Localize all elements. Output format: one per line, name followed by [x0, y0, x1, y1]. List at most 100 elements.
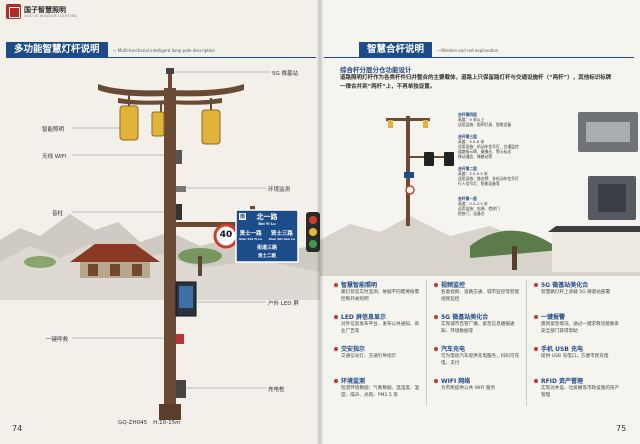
sign-bottom: 贤士二路: [258, 254, 276, 259]
layer-spec-3: 合杆第二层高度：2.5-5.5 米适用设施：路名牌、非机动车信号灯行人信号灯、智…: [458, 166, 520, 186]
left-section-subtitle: — Multi-functional intelligent lamp pole…: [112, 47, 215, 53]
callout-sound: 音柱: [52, 211, 64, 217]
layer-spec-heading: 合杆第二层: [458, 166, 477, 171]
feature-column-divider: [426, 280, 427, 406]
feature-title-row: 一键报警: [534, 312, 622, 321]
callout-charger: 充电桩: [268, 387, 285, 393]
callout-sensor: 环境监测: [268, 187, 291, 193]
page-number-left: 74: [12, 424, 23, 433]
feature-description: 可为电动汽车提供充电服务，扫码可充电、支付: [441, 354, 520, 366]
feature-item: 汽车充电可为电动汽车提供充电服务，扫码可充电、支付: [434, 344, 522, 367]
layer-spec-line: 移动通信、微基站等: [458, 154, 493, 159]
feature-title-row: 智慧智能照明: [334, 280, 422, 289]
temple-roof: [70, 244, 160, 262]
bullet-icon: [534, 378, 538, 383]
bullet-icon: [434, 346, 438, 351]
feature-title: LED 屏信息显示: [341, 314, 386, 321]
sign-corner: 南: [239, 213, 247, 220]
feature-title: RFID 资产管理: [541, 378, 584, 385]
feature-title: 5G 微基站美化合: [441, 314, 489, 321]
right-illustration: [320, 112, 640, 276]
feature-description: 为市民提供公共 WIFI 服务: [441, 386, 496, 391]
feature-title-row: 5G 微基站美化合: [534, 280, 622, 289]
book-gutter: [317, 0, 323, 444]
layer-spec-line: 高度：0.5-2.5 米: [458, 201, 488, 206]
callout-alarm: 一键呼救: [46, 337, 69, 343]
logo-mark-icon: [6, 4, 21, 19]
bullet-icon: [334, 282, 338, 287]
left-header-rule: [6, 57, 316, 58]
right-section-title: 智慧合杆说明: [359, 42, 433, 58]
brand-logo: 国子智慧照明 GUO ZI WISDOM LIGHTING: [6, 4, 77, 19]
lantern-lamp-center: [151, 111, 165, 137]
layer-spec-line: 道路指示牌、摄像头、警示标志: [458, 149, 512, 154]
layer-spec-heading: 合杆第四层: [458, 112, 477, 117]
feature-grid: 智慧智能照明路灯状态实时监测，依据不同需要按需控制开关照明 LED 屏信息显示对外…: [326, 276, 632, 426]
smart-pole-illustration: [0, 68, 320, 420]
layer-spec-line: 行人信号灯、智能设备等: [458, 181, 500, 186]
right-header-rule: [324, 57, 634, 58]
feature-item: 交安指示交通信号灯、交通引导指示: [334, 344, 422, 361]
environment-sensor: [176, 186, 186, 192]
bonsai-pine: [470, 230, 560, 258]
callout-wifi: 无线 WIFI: [42, 154, 67, 160]
road-sign-text: 南 北一路 Bei Yi Lu 贤士一路 Xian Shi Yi Lu 贤士三路…: [236, 210, 298, 262]
lantern-lamp-right: [201, 109, 221, 145]
left-section-title: 多功能智慧灯杆说明: [6, 42, 108, 58]
model-number: GQ-ZH045: [118, 420, 148, 426]
combined-pole: [406, 116, 410, 226]
feature-title-row: LED 屏信息显示: [334, 312, 422, 321]
layer-spec-2: 合杆第三层高度：5.5-8 米适用设施：机动车信号灯、交通监控道路指示牌、摄像头…: [458, 134, 520, 159]
bullet-icon: [334, 314, 338, 319]
layer-spec-line: 适用设施：电源、检修门: [458, 206, 500, 211]
feature-title: 智慧智能照明: [341, 282, 378, 289]
sign-center: 街道三路: [256, 245, 277, 251]
bullet-icon: [434, 282, 438, 287]
sign-left: 贤士一路: [239, 231, 262, 237]
feature-item: LED 屏信息显示对外信息发布平台，发布公共通知、商业广告等: [334, 312, 422, 335]
upper-crossarm: [98, 84, 244, 97]
speaker-column: [176, 204, 182, 220]
feature-title: 一键报警: [541, 314, 566, 321]
feature-description: 检测环境数据：气象数据、温湿度、温度、噪声、光照、PM2.5 等: [341, 386, 420, 398]
sign-arm: [176, 222, 254, 227]
bullet-icon: [534, 282, 538, 287]
feature-title-row: 视频监控: [434, 280, 522, 289]
feature-title-row: 环境监测: [334, 376, 422, 385]
callout-antenna: 5G 微基站: [272, 71, 299, 77]
layer-spec-heading: 合杆第一层: [458, 196, 477, 201]
road-sign-board: [235, 209, 299, 263]
layer-spec-1: 合杆第四层高度：9 米以上适用设施：照明灯具、智能设备: [458, 112, 520, 127]
feature-title: WIFI 网络: [441, 378, 471, 385]
intro-title: 综合杆分层分仓功能设计: [340, 66, 412, 74]
sos-box: [176, 334, 184, 344]
feature-description: 各类视频、道路交通、城市监控等智能视频监控: [441, 290, 520, 302]
feature-title-row: WIFI 网络: [434, 376, 522, 385]
layer-spec-4: 合杆第一层高度：0.5-2.5 米适用设施：电源、检修门检修门、设备仓: [458, 196, 520, 216]
feature-item: 手机 USB 充电提供 USB 充电口，方便市民充电: [534, 344, 622, 361]
layer-spec-line: 高度：9 米以上: [458, 117, 485, 122]
layer-spec-line: 适用设施：照明灯具、智能设备: [458, 122, 512, 127]
main-pole: [164, 88, 176, 418]
feature-description: 实现对井盖、垃圾桶等市政设施的资产管理: [541, 386, 620, 398]
page-number-right: 75: [616, 424, 627, 433]
layer-spec-line: 检修门、设备仓: [458, 211, 485, 216]
lower-crossarm: [118, 98, 222, 105]
feature-description: 路灯状态实时监测，依据不同需要按需控制开关照明: [341, 290, 420, 302]
bullet-icon: [434, 314, 438, 319]
layer-spec-line: 适用设施：路名牌、非机动车信号灯: [458, 176, 519, 181]
pole-base: [159, 404, 181, 420]
feature-title-row: 手机 USB 充电: [534, 344, 622, 353]
left-section-header: 多功能智慧灯杆说明 — Multi-functional intelligent…: [6, 42, 215, 58]
sign-right: 贤士三路: [270, 231, 293, 237]
feature-title: 汽车充电: [441, 346, 466, 353]
feature-item: RFID 资产管理实现对井盖、垃圾桶等市政设施的资产管理: [534, 376, 622, 399]
feature-item: 一键报警遇到紧急情况，通过一键求救功能联系安全部门获得帮助: [534, 312, 622, 335]
feature-description: 遇到紧急情况，通过一键求救功能联系安全部门获得帮助: [541, 322, 620, 334]
charger-box: [176, 380, 186, 398]
model-height: H:10-15m: [153, 420, 181, 426]
feature-description: 实现城市百管广播、紧急信息播报通知、环境数据等: [441, 322, 515, 334]
right-section-subtitle: —Wisdom and rod explanation: [437, 47, 499, 53]
feature-item: 智慧智能照明路灯状态实时监测，依据不同需要按需控制开关照明: [334, 280, 422, 303]
